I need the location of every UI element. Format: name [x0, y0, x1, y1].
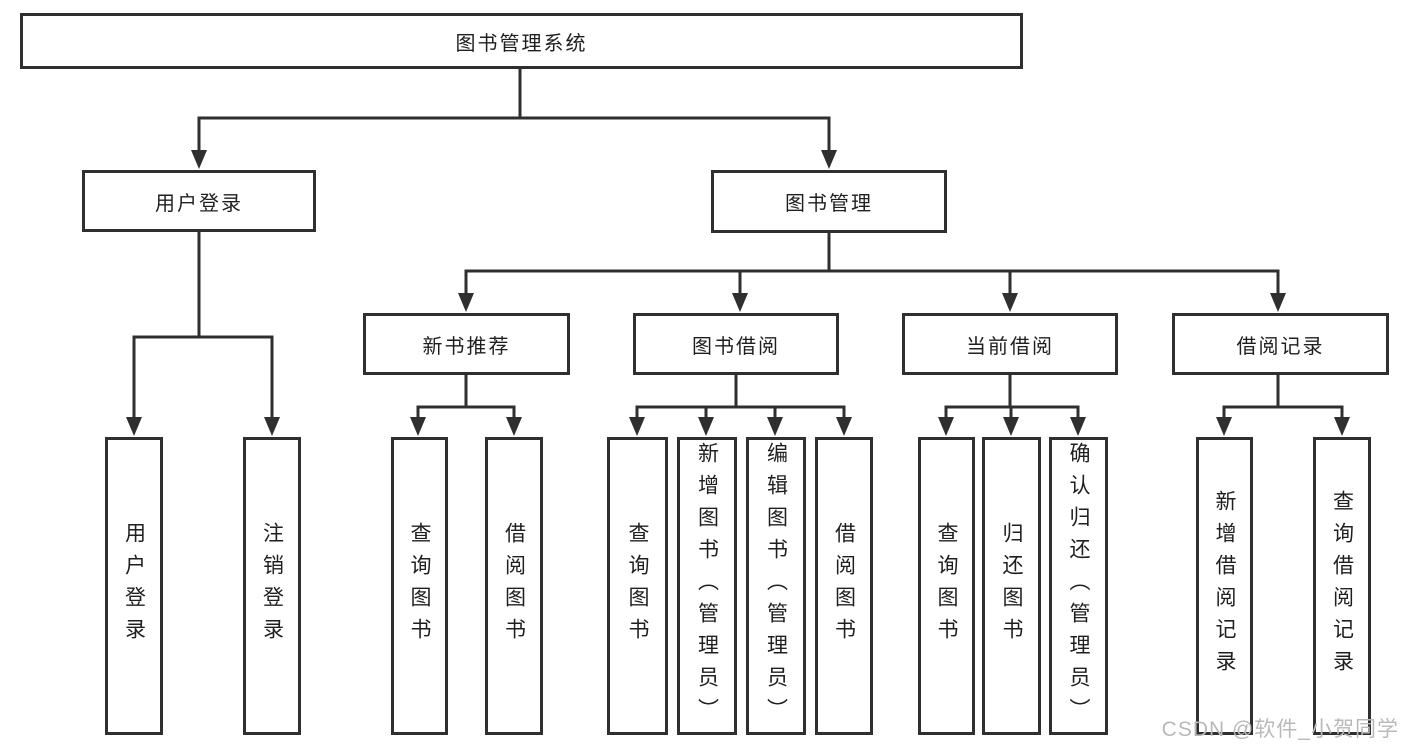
- leaf-user-login: 用户登录: [105, 437, 163, 735]
- leaf-borrowing-query-book: 查询图书: [607, 437, 668, 735]
- node-current-borrowing: 当前借阅: [902, 313, 1118, 375]
- leaf-logout: 注销登录: [243, 437, 301, 735]
- arrow-down-icon: [410, 417, 426, 436]
- node-root: 图书管理系统: [20, 13, 1023, 69]
- leaf-recommend-query-book: 查询图书: [391, 437, 448, 735]
- arrow-down-icon: [458, 293, 474, 312]
- leaf-records-add-record: 新增借阅记录: [1196, 437, 1253, 735]
- arrow-down-icon: [506, 417, 522, 436]
- arrow-down-icon: [191, 150, 207, 169]
- leaf-current-query-book: 查询图书: [918, 437, 975, 735]
- arrow-down-icon: [1070, 417, 1086, 436]
- arrow-down-icon: [938, 417, 954, 436]
- arrow-down-icon: [126, 417, 142, 436]
- arrow-down-icon: [264, 417, 280, 436]
- node-user-login: 用户登录: [82, 170, 316, 232]
- leaf-current-return-book: 归还图书: [982, 437, 1041, 735]
- leaf-current-confirm-return-admin: 确认归还（管理员）: [1049, 437, 1108, 735]
- node-borrowing-records: 借阅记录: [1172, 313, 1389, 375]
- node-book-borrowing: 图书借阅: [633, 313, 839, 375]
- arrow-down-icon: [732, 293, 748, 312]
- node-book-management: 图书管理: [711, 170, 947, 233]
- arrow-down-icon: [629, 417, 645, 436]
- arrow-down-icon: [1334, 417, 1350, 436]
- arrow-down-icon: [1216, 417, 1232, 436]
- leaf-recommend-borrow-book: 借阅图书: [485, 437, 543, 735]
- arrow-down-icon: [821, 150, 837, 169]
- leaf-borrowing-add-book-admin: 新增图书（管理员）: [677, 437, 737, 735]
- arrow-down-icon: [1270, 293, 1286, 312]
- node-new-book-recommend: 新书推荐: [363, 313, 570, 375]
- arrow-down-icon: [698, 417, 714, 436]
- leaf-borrowing-edit-book-admin: 编辑图书（管理员）: [746, 437, 806, 735]
- csdn-watermark: CSDN @软件_小贺同学: [1161, 718, 1399, 741]
- arrow-down-icon: [767, 417, 783, 436]
- arrow-down-icon: [836, 417, 852, 436]
- leaf-records-query-record: 查询借阅记录: [1313, 437, 1371, 735]
- arrow-down-icon: [1002, 293, 1018, 312]
- arrow-down-icon: [1003, 417, 1019, 436]
- leaf-borrowing-borrow-book: 借阅图书: [815, 437, 873, 735]
